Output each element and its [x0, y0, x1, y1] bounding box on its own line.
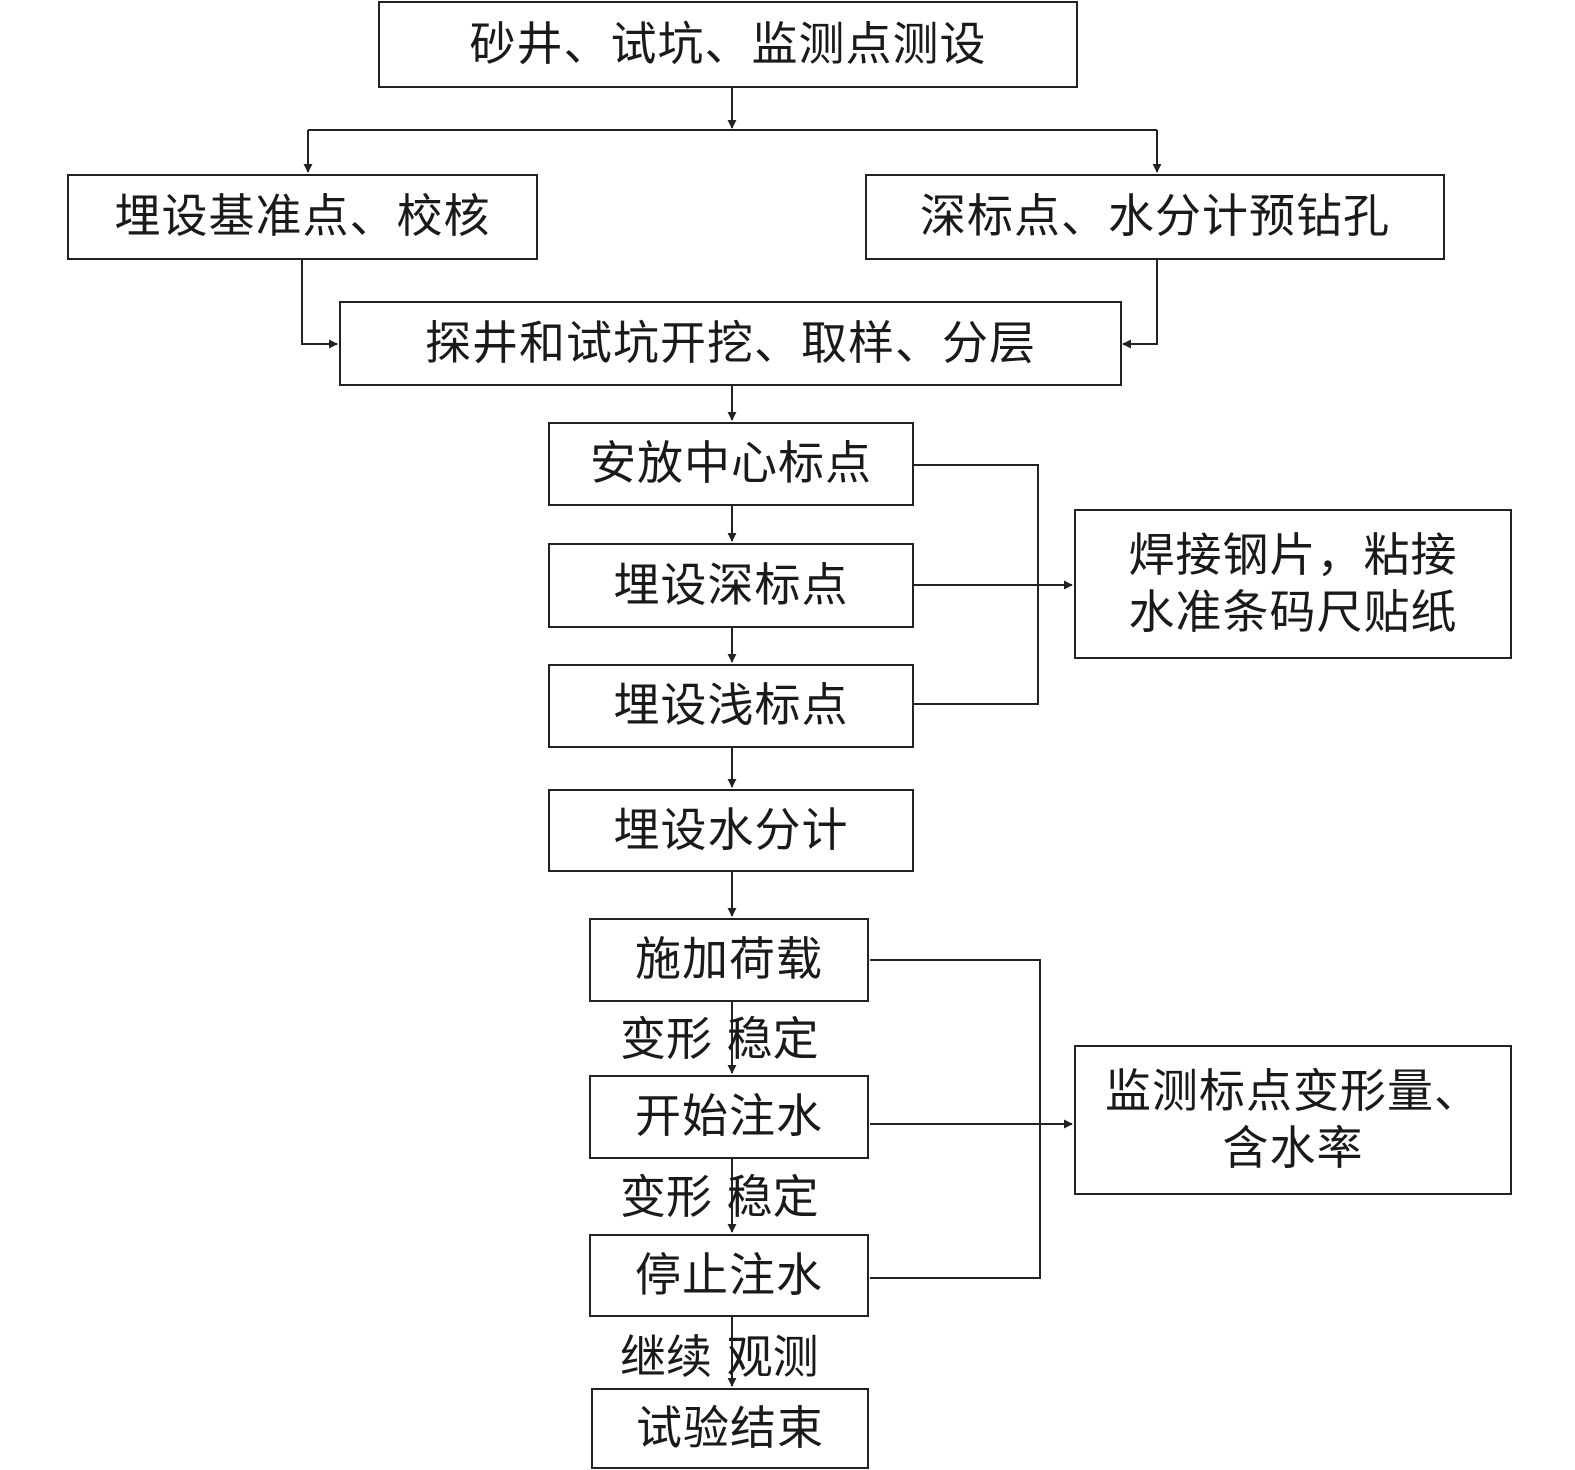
step-load: 施加荷载 — [589, 918, 869, 1002]
step-benchmark-label: 埋设基准点、校核 — [114, 189, 491, 244]
step-deep-mark-label: 埋设深标点 — [613, 557, 849, 612]
step-excavate-label: 探井和试坑开挖、取样、分层 — [425, 315, 1036, 370]
note-welding-line-2: 水准条码尺贴纸 — [1128, 585, 1458, 639]
note-monitor: 监测标点变形量、 含水率 — [1074, 1045, 1512, 1195]
step-end: 试验结束 — [591, 1388, 869, 1469]
step-survey: 砂井、试坑、监测点测设 — [378, 1, 1078, 88]
step-stop-water-label: 停止注水 — [635, 1247, 823, 1302]
step-deep-mark: 埋设深标点 — [548, 543, 914, 628]
step-center-mark-label: 安放中心标点 — [590, 436, 872, 491]
step-predrill-label: 深标点、水分计预钻孔 — [920, 189, 1390, 244]
step-moisture-meter-label: 埋设水分计 — [613, 802, 849, 857]
step-shallow-mark: 埋设浅标点 — [548, 664, 914, 748]
note-welding: 焊接钢片，粘接 水准条码尺贴纸 — [1074, 509, 1512, 659]
connector-predrill-excavate — [1122, 260, 1158, 349]
connector-benchmark-excavate — [301, 260, 338, 349]
step-load-label: 施加荷载 — [635, 932, 823, 987]
step-predrill: 深标点、水分计预钻孔 — [865, 174, 1445, 260]
edge-label-after-start-water: 变形 稳定 — [620, 1170, 819, 1224]
step-stop-water: 停止注水 — [589, 1234, 869, 1317]
step-survey-label: 砂井、试坑、监测点测设 — [469, 16, 987, 71]
step-shallow-mark-label: 埋设浅标点 — [613, 678, 849, 733]
step-excavate: 探井和试坑开挖、取样、分层 — [339, 301, 1122, 386]
edge-label-after-load: 变形 稳定 — [620, 1012, 819, 1066]
step-benchmark: 埋设基准点、校核 — [67, 174, 538, 260]
step-end-label: 试验结束 — [636, 1400, 824, 1455]
note-welding-line-1: 焊接钢片，粘接 — [1128, 527, 1458, 582]
edge-label-after-stop-water: 继续 观测 — [620, 1330, 819, 1384]
step-start-water-label: 开始注水 — [635, 1089, 823, 1144]
note-monitor-line-1: 监测标点变形量、 — [1105, 1063, 1481, 1118]
step-moisture-meter: 埋设水分计 — [548, 789, 914, 872]
step-start-water: 开始注水 — [589, 1075, 869, 1159]
step-center-mark: 安放中心标点 — [548, 422, 914, 506]
connector-bracket-monitor — [870, 959, 1041, 1279]
note-monitor-line-2: 含水率 — [1222, 1121, 1364, 1175]
